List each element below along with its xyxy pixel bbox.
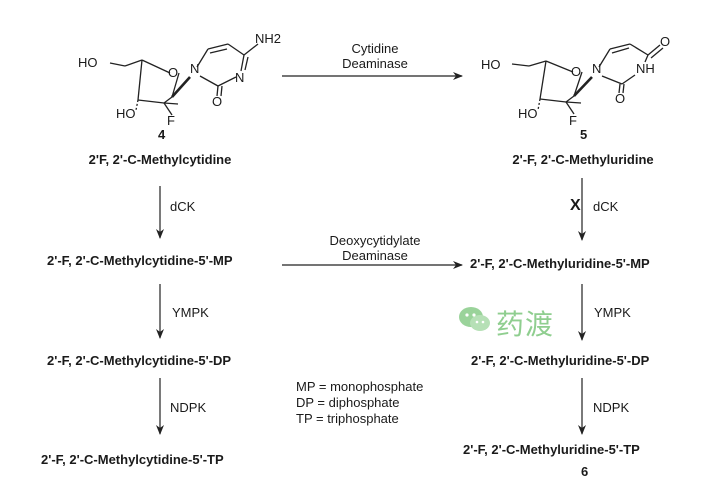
- compound-5-structure: [511, 43, 664, 115]
- c5-oxo-top-label: O: [660, 34, 671, 49]
- compound-6-number: 6: [581, 464, 589, 479]
- compound-4-name: 2'F, 2'-C-Methylcytidine: [88, 152, 232, 167]
- reaction-arrows: [156, 72, 586, 435]
- right-mp-label: 2'-F, 2'-C-Methyluridine-5'-MP: [470, 256, 650, 271]
- left-dp-label: 2'-F, 2'-C-Methylcytidine-5'-DP: [47, 353, 232, 368]
- c4-ho-3prime: HO: [116, 106, 136, 121]
- compound-5-number: 5: [580, 127, 588, 142]
- c5-ho-5prime: HO: [481, 57, 501, 72]
- legend-mp: MP = monophosphate: [296, 379, 424, 394]
- c4-oxo-label: O: [212, 94, 223, 109]
- enzyme-cytidine-label: Cytidine: [351, 41, 399, 56]
- c5-nh-label: NH: [636, 61, 655, 76]
- left-mp-label: 2'-F, 2'-C-Methylcytidine-5'-MP: [47, 253, 233, 268]
- c4-fluoro-label: F: [167, 113, 175, 128]
- c4-n1-label: N: [190, 61, 200, 76]
- c5-ho-3prime: HO: [518, 106, 538, 121]
- c4-sugar-oxygen: O: [168, 65, 179, 80]
- enzyme-dck-left: dCK: [170, 199, 196, 214]
- compound-4-structure: [109, 43, 259, 116]
- c4-amine-label: NH2: [255, 31, 282, 46]
- legend-tp: TP = triphosphate: [296, 411, 399, 426]
- enzyme-deoxycytidylate-label: Deoxycytidylate: [329, 233, 421, 248]
- watermark-text: 药渡: [496, 309, 555, 340]
- enzyme-ndpk-left: NDPK: [170, 400, 207, 415]
- right-dp-label: 2'-F, 2'-C-Methyluridine-5'-DP: [471, 353, 650, 368]
- c5-fluoro-label: F: [569, 113, 577, 128]
- blocked-x-mark: X: [570, 197, 581, 214]
- compound-5-name: 2'-F, 2'-C-Methyluridine: [512, 152, 654, 167]
- left-tp-label: 2'-F, 2'-C-Methylcytidine-5'-TP: [41, 452, 224, 467]
- wechat-logo-icon: [459, 307, 490, 331]
- c4-n3-label: N: [235, 70, 245, 85]
- enzyme-deoxycytidylate-deaminase-label: Deaminase: [342, 248, 408, 263]
- enzyme-ympk-left: YMPK: [172, 305, 209, 320]
- enzyme-dck-right: dCK: [593, 199, 619, 214]
- enzyme-ympk-right: YMPK: [594, 305, 631, 320]
- compound-4-number: 4: [158, 127, 166, 142]
- c4-ho-5prime: HO: [78, 55, 98, 70]
- c5-sugar-oxygen: O: [571, 64, 582, 79]
- c5-n1-label: N: [592, 61, 602, 76]
- legend-dp: DP = diphosphate: [296, 395, 400, 410]
- enzyme-ndpk-right: NDPK: [593, 400, 630, 415]
- c5-oxo-bottom-label: O: [615, 91, 626, 106]
- right-tp-label: 2'-F, 2'-C-Methyluridine-5'-TP: [463, 442, 640, 457]
- enzyme-deaminase-label: Deaminase: [342, 56, 408, 71]
